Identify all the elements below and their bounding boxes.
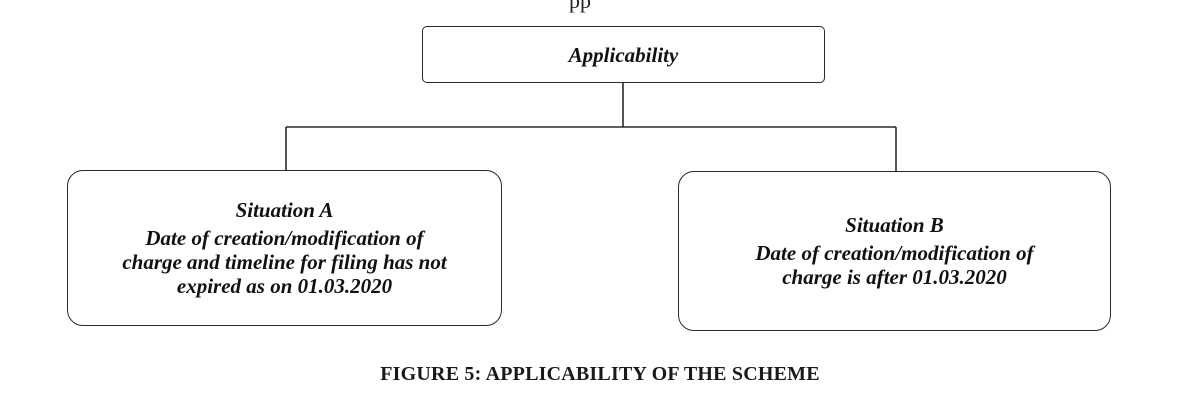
situation-a-description: Date of creation/modification of charge …: [122, 226, 447, 298]
applicability-node: Applicability: [422, 26, 825, 83]
figure-caption: FIGURE 5: APPLICABILITY OF THE SCHEME: [380, 363, 820, 385]
applicability-label: Applicability: [568, 42, 679, 67]
situation-b-description: Date of creation/modification of charge …: [755, 241, 1034, 289]
clipped-heading-fragment: pp: [569, 0, 591, 13]
situation-a-title: Situation A: [235, 198, 334, 222]
situation-b-node: Situation B Date of creation/modificatio…: [678, 171, 1111, 331]
situation-b-title: Situation B: [845, 213, 944, 237]
situation-a-node: Situation A Date of creation/modificatio…: [67, 170, 502, 326]
